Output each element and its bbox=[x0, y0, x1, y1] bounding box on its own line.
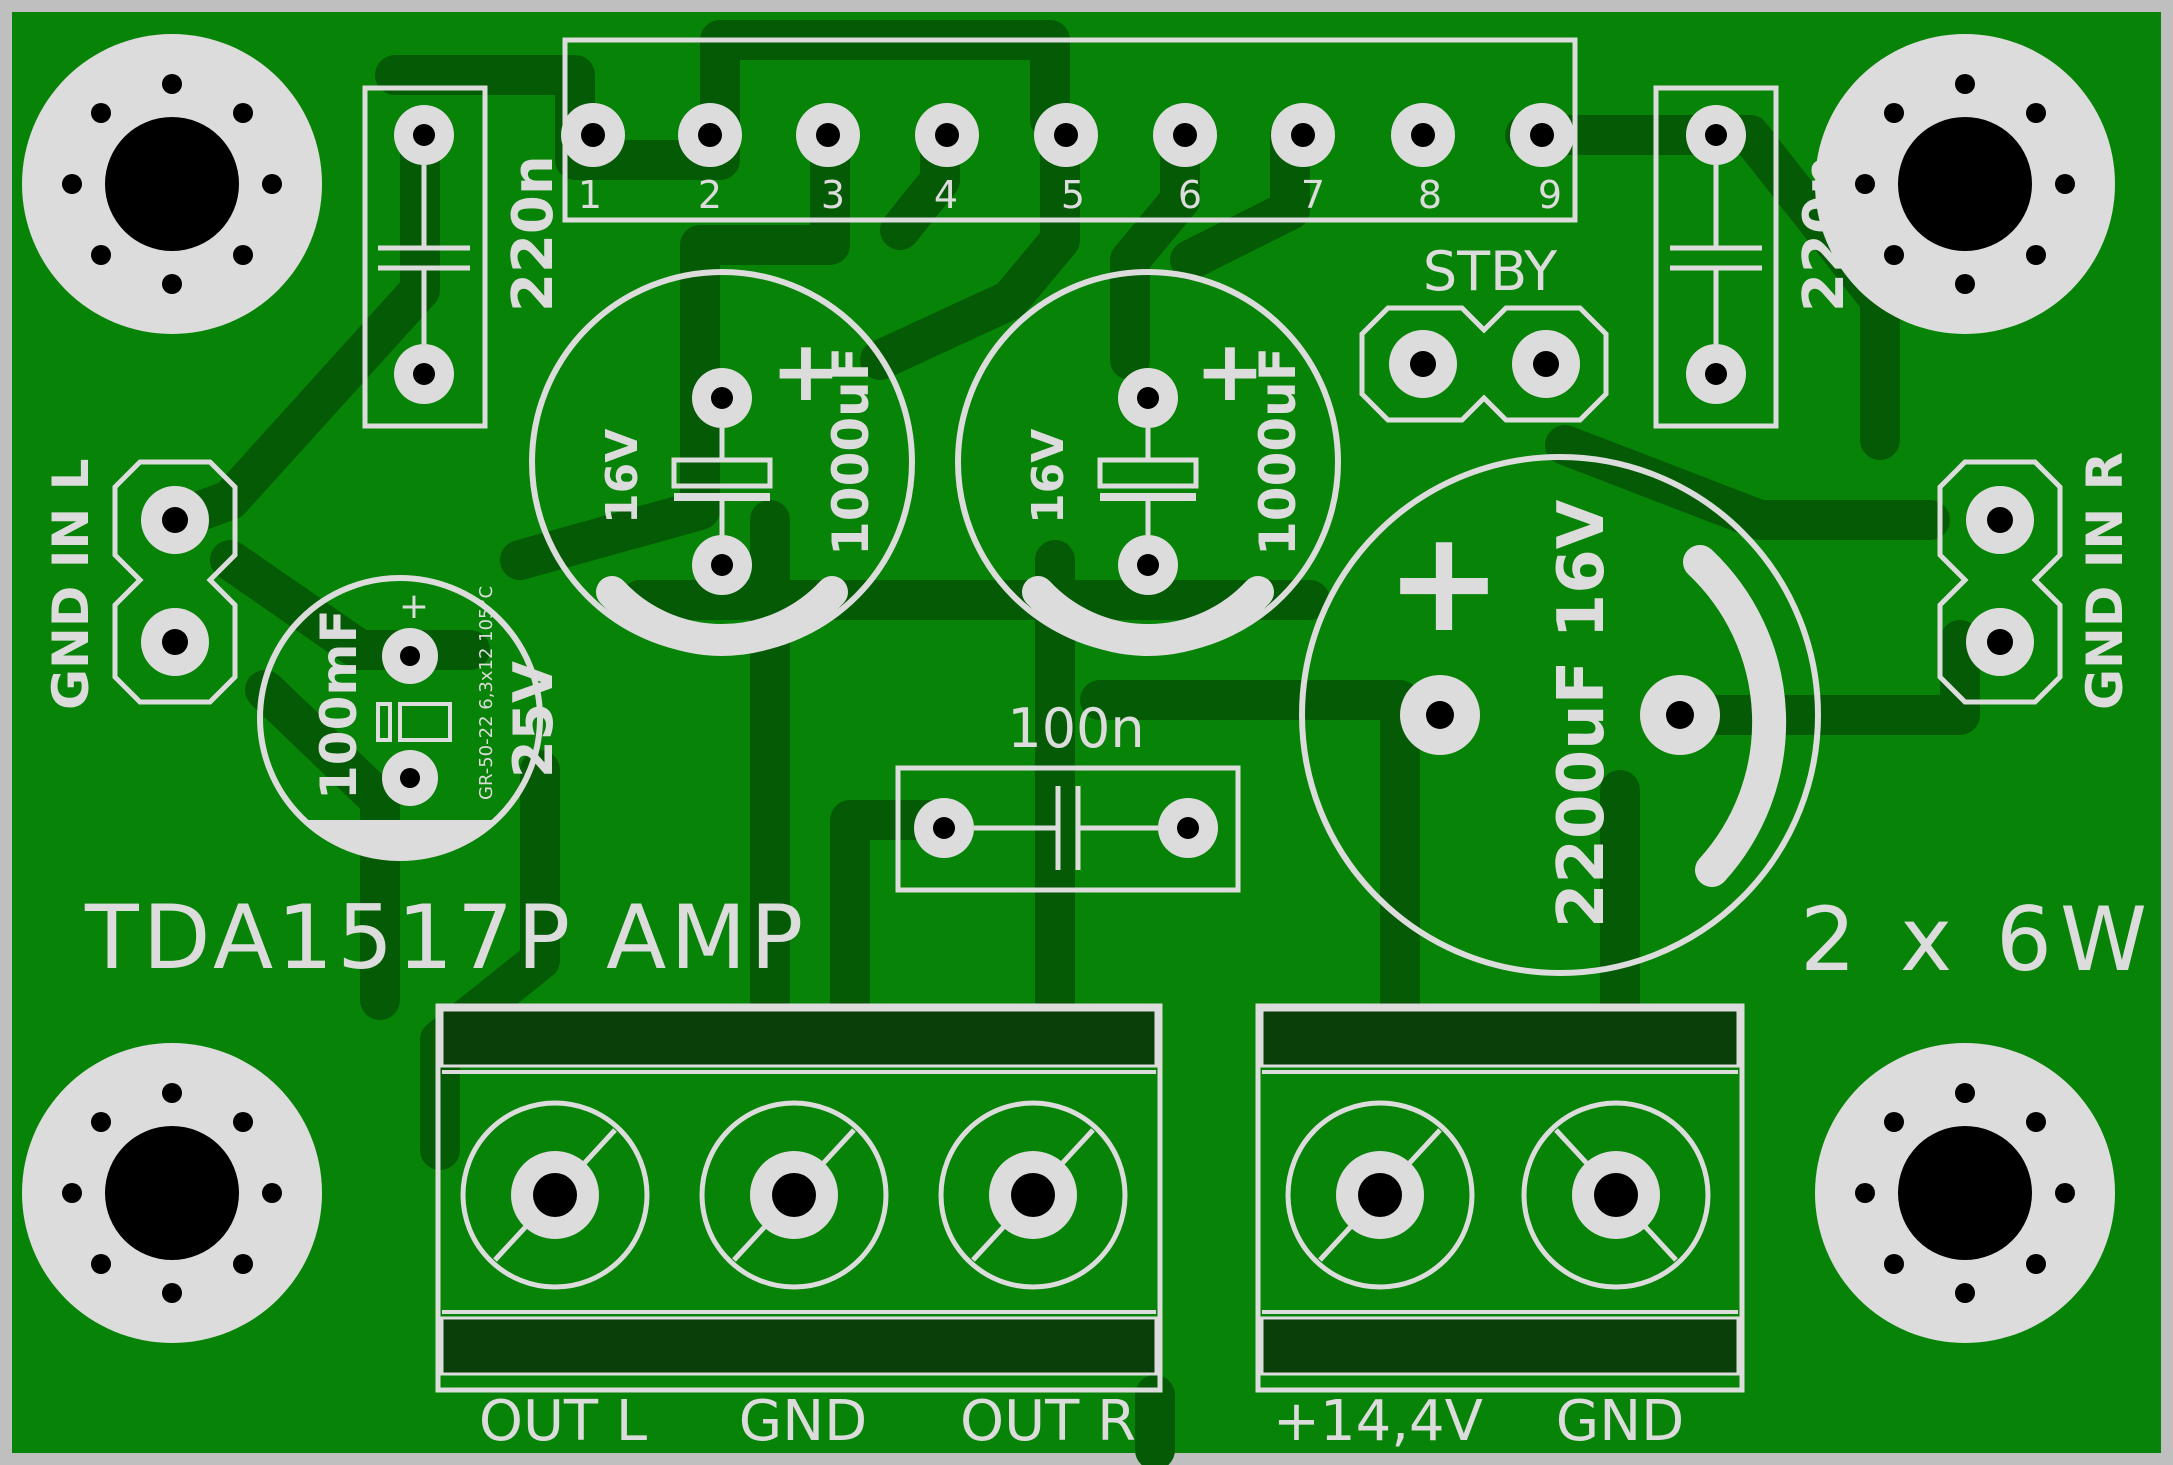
header-pin-label: 2 bbox=[698, 173, 722, 217]
mounting-hole-bottom-left bbox=[22, 1043, 322, 1343]
header-pin-label: 6 bbox=[1178, 173, 1202, 217]
input-connector-left: GND IN L bbox=[42, 458, 238, 710]
header-pin-label: 1 bbox=[578, 173, 602, 217]
header-pin-label: 4 bbox=[934, 173, 958, 217]
input-left-label: GND IN L bbox=[42, 458, 100, 710]
cap-220n-right-label: 220n bbox=[1792, 155, 1857, 312]
small-cap-part: GR-50-22 6,3x12 105°C bbox=[476, 586, 497, 800]
elec1-voltage: 16V bbox=[597, 429, 648, 524]
small-cap-voltage: 25V bbox=[502, 661, 565, 778]
mounting-hole-top-right bbox=[1815, 34, 2115, 334]
capacitor-1000uf-2: + 16V 1000uF bbox=[955, 269, 1341, 656]
standby-label: STBY bbox=[1423, 240, 1558, 303]
output-label-gnd: GND bbox=[739, 1389, 867, 1454]
board-title: TDA1517P AMP bbox=[84, 886, 807, 989]
power-label-plus: +14,4V bbox=[1273, 1389, 1483, 1454]
main-cap-label: 2200uF 16V bbox=[1545, 499, 1619, 928]
elec2-value: 1000uF bbox=[1249, 347, 1307, 556]
power-terminal: +14,4V GND bbox=[1255, 1003, 1745, 1454]
capacitor-100mf: + 100mF GR-50-22 6,3x12 105°C 25V bbox=[257, 575, 565, 861]
output-label-left: OUT L bbox=[479, 1389, 647, 1454]
mounting-hole-bottom-right bbox=[1815, 1043, 2115, 1343]
mounting-hole-top-left bbox=[22, 34, 322, 334]
cap-220n-left-label: 220n bbox=[501, 155, 566, 312]
capacitor-100n: 100n bbox=[895, 697, 1241, 893]
header-pin-label: 9 bbox=[1538, 173, 1562, 217]
small-cap-value: 100mF bbox=[310, 609, 368, 800]
board-power: 2 x 6W bbox=[1800, 888, 2155, 991]
elec1-value: 1000uF bbox=[822, 347, 880, 556]
cap-100n-label: 100n bbox=[1007, 697, 1144, 760]
header-pin-label: 3 bbox=[821, 173, 845, 217]
plus-sign: + bbox=[771, 322, 841, 420]
header-pin-label: 7 bbox=[1301, 173, 1325, 217]
plus-sign: + bbox=[1195, 322, 1265, 420]
power-label-gnd: GND bbox=[1556, 1389, 1684, 1454]
ic-header: 1 2 3 4 5 6 7 8 9 bbox=[561, 37, 1578, 223]
output-label-right: OUT R bbox=[960, 1389, 1136, 1454]
input-right-label: GND IN R bbox=[2076, 452, 2134, 710]
header-pin-label: 5 bbox=[1061, 173, 1085, 217]
header-pad-holes bbox=[581, 123, 1554, 147]
plus-sign: + bbox=[1385, 501, 1502, 664]
capacitor-1000uf-1: + 16V 1000uF bbox=[529, 269, 915, 656]
capacitor-220n-left: 220n bbox=[362, 85, 566, 429]
plus-sign: + bbox=[399, 586, 429, 627]
standby-jumper: STBY bbox=[1359, 240, 1609, 423]
capacitor-220n-right: 220n bbox=[1653, 85, 1857, 429]
header-pin-label: 8 bbox=[1418, 173, 1442, 217]
input-connector-right: GND IN R bbox=[1937, 452, 2134, 710]
output-terminal: OUT L GND OUT R bbox=[435, 1003, 1163, 1454]
capacitor-2200uf: + 2200uF 16V bbox=[1299, 454, 1821, 976]
elec2-voltage: 16V bbox=[1023, 429, 1074, 524]
